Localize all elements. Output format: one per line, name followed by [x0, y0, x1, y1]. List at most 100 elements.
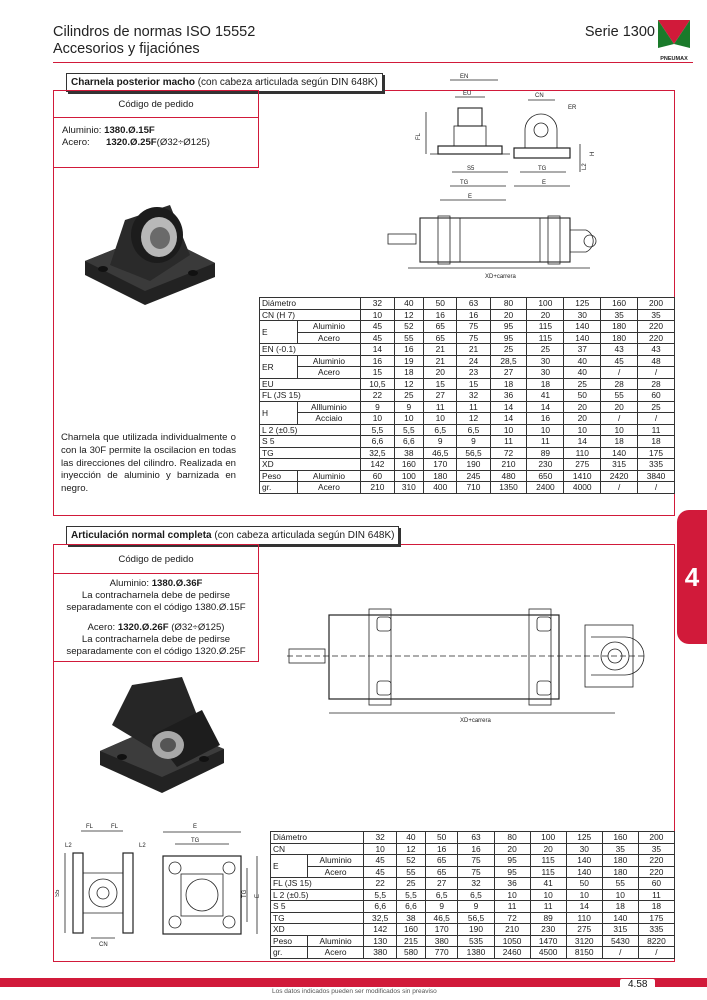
- dim-EN: EN: [460, 74, 468, 80]
- value-cell: 75: [456, 320, 491, 333]
- value-cell: 10: [600, 424, 639, 436]
- value-cell: 75: [457, 854, 495, 867]
- value-cell: 16: [394, 343, 425, 356]
- value-cell: 35: [637, 309, 675, 321]
- value-cell: 10: [530, 889, 567, 901]
- value-cell: 2420: [600, 470, 639, 482]
- value-cell: 10: [423, 412, 458, 425]
- value-cell: 15: [360, 366, 395, 379]
- section2-title: Articulación normal completa (con cabeza…: [66, 526, 400, 545]
- value-cell: 710: [456, 481, 491, 494]
- dim2-FL-2: FL: [111, 824, 119, 830]
- row-label-cell: Peso: [270, 935, 308, 947]
- dim2-S5: S5: [55, 889, 61, 897]
- value-cell: 6,5: [456, 424, 491, 436]
- order2-aluminio-label: Aluminio:: [109, 578, 152, 589]
- value-cell: 43: [637, 343, 675, 356]
- header-diameter-cell: 63: [456, 297, 491, 310]
- row-sublabel-cell: Aluminio: [297, 320, 362, 333]
- header-diameter-cell: 80: [494, 831, 531, 844]
- value-cell: 170: [423, 458, 458, 471]
- value-cell: 230: [526, 458, 565, 471]
- value-cell: 35: [638, 843, 676, 855]
- value-cell: 10: [566, 889, 603, 901]
- value-cell: 52: [394, 320, 425, 333]
- document-title: Cilindros de normas ISO 15552 Accesorios…: [53, 24, 255, 58]
- value-cell: 12: [396, 843, 426, 855]
- order2-acero-range: (Ø32÷Ø125): [168, 622, 225, 633]
- value-cell: 46,5: [423, 447, 458, 459]
- value-cell: 210: [494, 923, 531, 936]
- value-cell: 115: [530, 854, 567, 867]
- value-cell: 11: [637, 424, 675, 436]
- value-cell: 650: [526, 470, 565, 482]
- value-cell: 180: [600, 320, 639, 333]
- value-cell: 40: [563, 355, 602, 367]
- value-cell: 3840: [637, 470, 675, 482]
- value-cell: 6,6: [394, 435, 425, 448]
- section1-title-rest: (con cabeza articulada según DIN 648K): [194, 77, 378, 88]
- value-cell: 45: [360, 320, 395, 333]
- value-cell: 45: [360, 332, 395, 344]
- value-cell: 75: [457, 866, 495, 878]
- value-cell: 15: [456, 378, 491, 390]
- value-cell: 18: [526, 378, 565, 390]
- header-diameter-cell: 160: [600, 297, 639, 310]
- value-cell: 89: [526, 447, 565, 459]
- value-cell: 115: [530, 866, 567, 878]
- value-cell: 14: [490, 412, 528, 425]
- header-label-cell: Diámetro: [269, 831, 365, 844]
- value-cell: 28: [600, 378, 639, 390]
- value-cell: 11: [530, 900, 567, 913]
- value-cell: 11: [494, 900, 531, 913]
- value-cell: 95: [490, 320, 528, 333]
- value-cell: 5,5: [363, 889, 397, 901]
- value-cell: 20: [600, 401, 639, 413]
- value-cell: 12: [394, 309, 425, 321]
- section2-dimension-drawing: FL FL L2 L2 S5 CN E TG TG E: [55, 824, 261, 948]
- value-cell: 30: [526, 366, 565, 379]
- value-cell: 11: [490, 435, 528, 448]
- row-label-cell: ER: [259, 355, 298, 379]
- value-cell: 215: [396, 935, 426, 947]
- value-cell: /: [637, 481, 675, 494]
- value-cell: 14: [566, 900, 603, 913]
- row-sublabel-cell: Acero: [307, 866, 365, 878]
- row-label-cell: gr.: [270, 946, 308, 959]
- value-cell: 32,5: [360, 447, 395, 459]
- value-cell: 60: [360, 470, 395, 482]
- footer-bar: [0, 978, 707, 987]
- dim-E-left: E: [468, 194, 472, 200]
- value-cell: 380: [425, 935, 459, 947]
- row-label-cell: S 5: [258, 435, 362, 448]
- value-cell: 16: [456, 309, 491, 321]
- value-cell: 4000: [563, 481, 602, 494]
- value-cell: 142: [363, 923, 397, 936]
- value-cell: 335: [638, 923, 676, 936]
- value-cell: 18: [637, 435, 675, 448]
- order-acero-range: (Ø32÷Ø125): [156, 137, 210, 148]
- value-cell: 95: [490, 332, 528, 344]
- dim-TG-left: TG: [460, 180, 469, 186]
- value-cell: 16: [423, 309, 458, 321]
- order2-note-2: separadamente con el código 1380.Ø.15F: [66, 602, 246, 613]
- value-cell: 18: [638, 900, 676, 913]
- value-cell: 24: [456, 355, 491, 367]
- section1-cylinder-drawing: XD+carrera: [387, 215, 597, 280]
- header-diameter-cell: 125: [563, 297, 602, 310]
- value-cell: 220: [638, 854, 676, 867]
- value-cell: 20: [563, 412, 602, 425]
- value-cell: 130: [363, 935, 397, 947]
- value-cell: 30: [566, 843, 603, 855]
- row-sublabel-cell: Acero: [297, 332, 362, 344]
- value-cell: 18: [394, 366, 425, 379]
- row-label-cell: TG: [269, 912, 365, 924]
- chapter-tab[interactable]: 4: [677, 510, 707, 644]
